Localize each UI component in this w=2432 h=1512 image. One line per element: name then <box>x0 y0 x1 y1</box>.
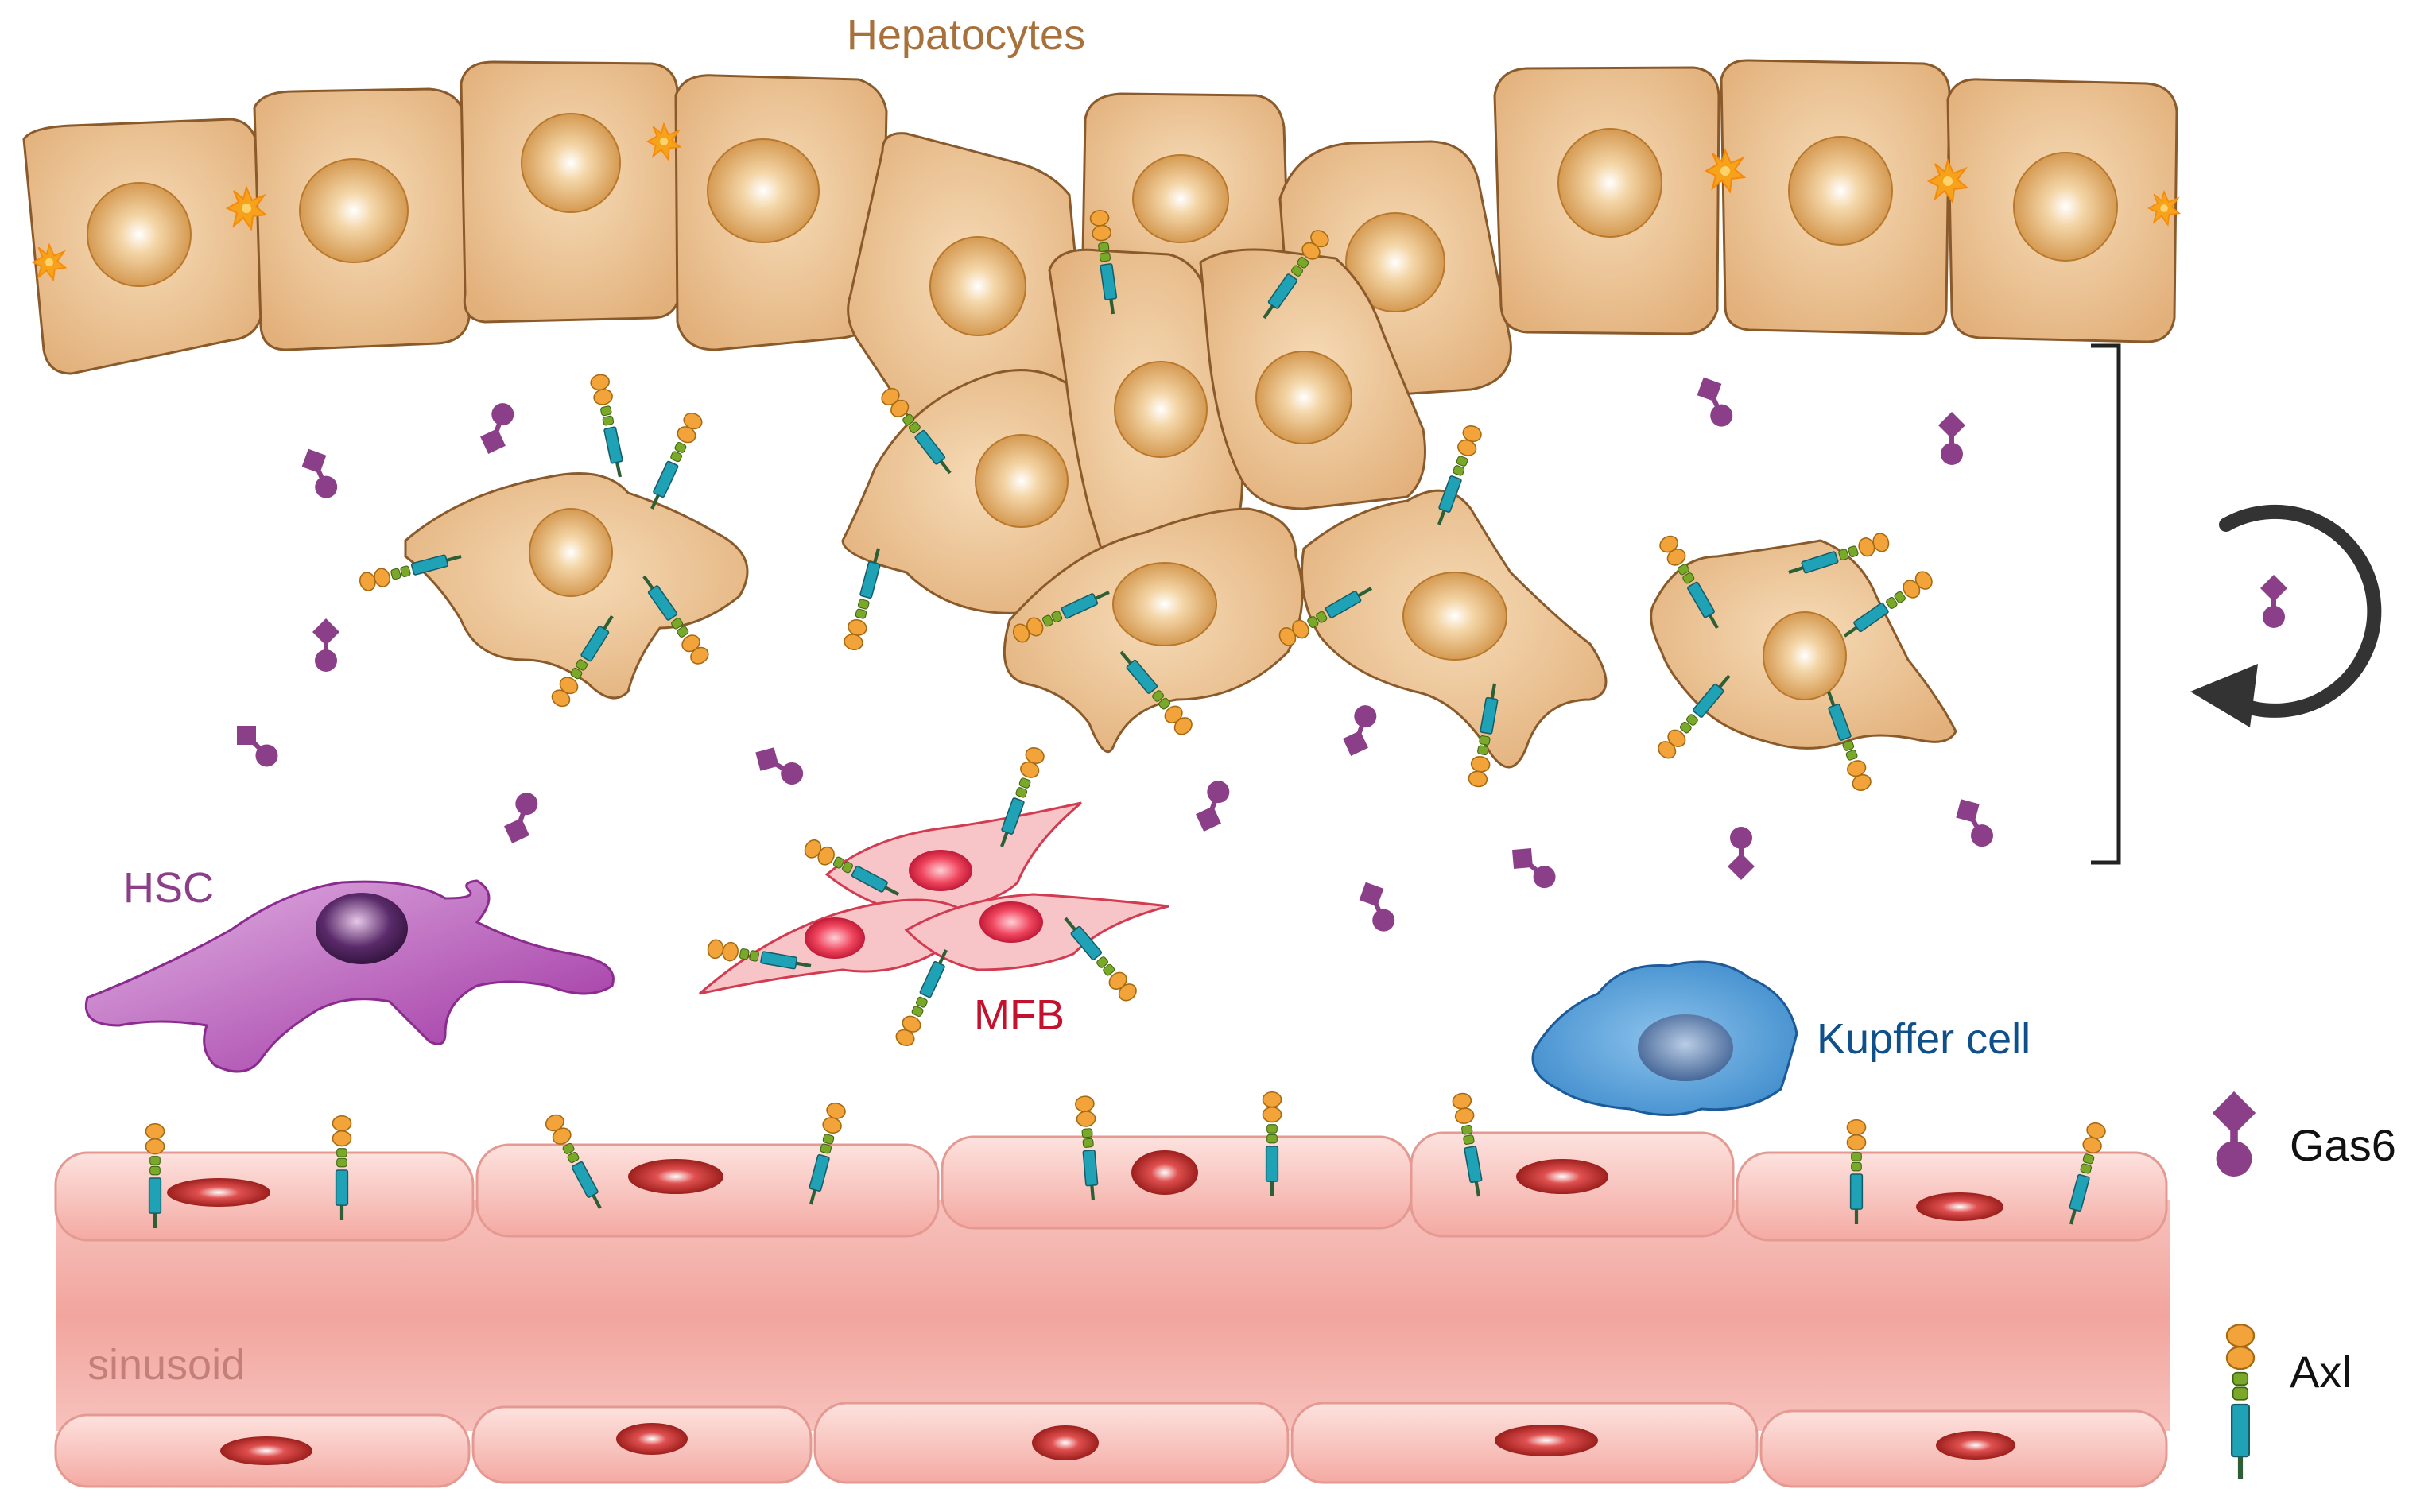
kupffer-label: Kupffer cell <box>1817 1015 2031 1063</box>
sinusoid <box>54 1092 2170 1488</box>
kupffer-cell <box>1531 960 1798 1116</box>
hepatocyte-row <box>22 59 2180 447</box>
legend-gas6-label: Gas6 <box>2290 1120 2396 1170</box>
hsc-cell <box>85 879 615 1073</box>
mfb-label: MFB <box>974 991 1065 1039</box>
legend-gas6-icon <box>2213 1091 2256 1177</box>
hsc-label: HSC <box>123 864 214 912</box>
circular-arrow-icon <box>2190 504 2382 727</box>
endothelial-bottom-row <box>54 1402 2168 1488</box>
mfb-cells <box>699 746 1169 1049</box>
endothelial-top-row <box>54 1131 2168 1242</box>
sinusoid-label: sinusoid <box>87 1341 245 1389</box>
hepatocytes-label: Hepatocytes <box>847 11 1085 59</box>
bracket-icon <box>2091 343 2121 865</box>
legend-axl-icon <box>2227 1324 2254 1479</box>
legend-axl-label: Axl <box>2290 1347 2352 1397</box>
detached-hepatocytes <box>404 248 1957 769</box>
